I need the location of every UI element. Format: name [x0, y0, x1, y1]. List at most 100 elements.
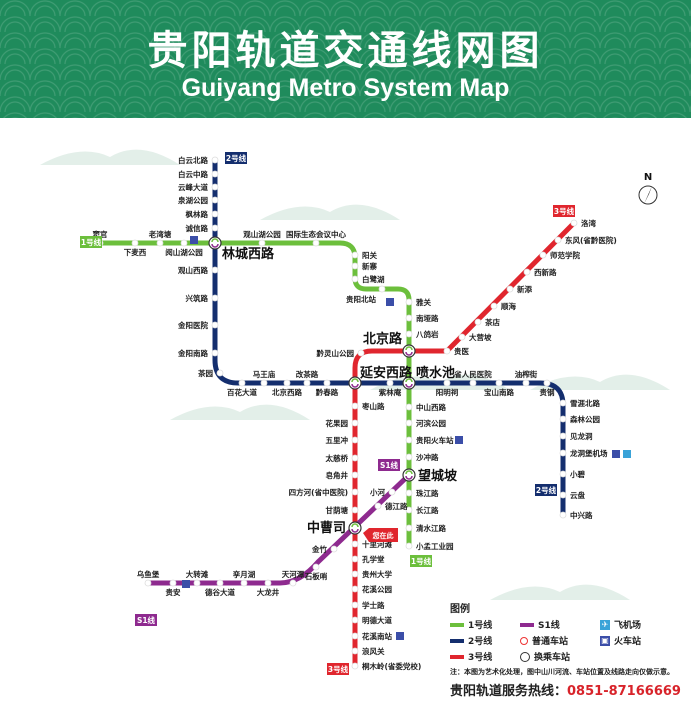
station-dot[interactable] [238, 379, 246, 387]
station[interactable]: 紫林庵 [379, 379, 402, 397]
station[interactable]: 阳明祠 [436, 379, 459, 397]
station-dot[interactable] [559, 415, 567, 423]
station-dot[interactable] [211, 196, 219, 204]
station[interactable]: 贵医 [443, 346, 469, 356]
station-dot[interactable] [240, 579, 248, 587]
station[interactable]: 花溪公园 [351, 584, 392, 594]
station[interactable]: 八鸽岩 [405, 329, 439, 339]
station-dot[interactable] [570, 219, 578, 227]
station-dot[interactable] [312, 239, 320, 247]
station-dot[interactable] [458, 333, 466, 341]
station-dot[interactable] [351, 402, 359, 410]
station[interactable]: 龙洞堡机场 [559, 448, 608, 458]
station-dot[interactable] [405, 489, 413, 497]
station[interactable]: 雪涯北路 [559, 398, 600, 408]
station[interactable]: 东风(省黔医院) [554, 235, 617, 245]
station-dot[interactable] [211, 266, 219, 274]
station[interactable]: 茶园 [197, 368, 224, 378]
station-dot[interactable] [351, 506, 359, 514]
station[interactable]: 乌鱼堡 [137, 569, 160, 587]
station-dot[interactable] [351, 540, 359, 548]
station[interactable]: 枫林路 [186, 209, 219, 219]
station[interactable]: 中兴路 [559, 510, 593, 520]
station-dot[interactable] [474, 318, 482, 326]
station[interactable]: 德谷大道 [205, 579, 235, 597]
station[interactable]: 白鹭湖 [351, 274, 385, 284]
station-dot[interactable] [378, 285, 386, 293]
station[interactable]: 观山湖公园 [243, 229, 281, 247]
station-dot[interactable] [351, 436, 359, 444]
station[interactable]: 国际生态会议中心 [286, 229, 346, 247]
station[interactable]: 北京西路 [272, 379, 302, 397]
station-dot[interactable] [495, 379, 503, 387]
station-dot[interactable] [303, 379, 311, 387]
station-dot[interactable] [469, 379, 477, 387]
station-dot[interactable] [323, 379, 331, 387]
station-dot[interactable] [405, 330, 413, 338]
station-dot[interactable] [506, 285, 514, 293]
station-dot[interactable] [443, 347, 451, 355]
station[interactable]: 新寨 [351, 261, 377, 271]
station[interactable]: 小碧 [559, 469, 585, 479]
station-dot[interactable] [264, 579, 272, 587]
station-dot[interactable] [351, 585, 359, 593]
station-dot[interactable] [559, 491, 567, 499]
station[interactable]: 太慈桥 [326, 453, 359, 463]
station-dot[interactable] [289, 579, 297, 587]
station[interactable]: 金阳南路 [177, 348, 219, 358]
station-dot[interactable] [258, 239, 266, 247]
station-dot[interactable] [211, 321, 219, 329]
station-dot[interactable] [330, 545, 338, 553]
station-dot[interactable] [351, 662, 359, 670]
station[interactable]: 森林公园 [559, 414, 600, 424]
station-dot[interactable] [156, 239, 164, 247]
station[interactable]: 珠江路 [405, 488, 439, 498]
station-dot[interactable] [351, 454, 359, 462]
station-dot[interactable] [193, 579, 201, 587]
station-dot[interactable] [554, 236, 562, 244]
station-dot[interactable] [216, 579, 224, 587]
station-dot[interactable] [351, 632, 359, 640]
station[interactable]: 白云北路 [178, 155, 219, 165]
station-dot[interactable] [405, 524, 413, 532]
station-dot[interactable] [357, 349, 365, 357]
station[interactable]: 诚信路 [186, 223, 219, 233]
station[interactable]: 四方河(省中医院) [289, 487, 359, 497]
transfer-station[interactable]: 喷水池 [402, 365, 455, 390]
station-dot[interactable] [559, 511, 567, 519]
station-dot[interactable] [312, 563, 320, 571]
station[interactable]: 洛湾 [570, 218, 596, 228]
station[interactable]: 云峰大道 [178, 182, 219, 192]
station[interactable]: 西新路 [523, 267, 557, 277]
station[interactable]: 清水江路 [405, 523, 446, 533]
station[interactable]: 金竹 [311, 544, 338, 554]
station[interactable]: 下麦西 [124, 239, 147, 257]
station-dot[interactable] [211, 183, 219, 191]
station[interactable]: 小孟工业园 [405, 541, 454, 551]
station[interactable]: 师范学院 [539, 250, 580, 260]
station[interactable]: 甘荫塘 [326, 505, 359, 515]
station[interactable]: 马王庙 [253, 369, 276, 387]
station-dot[interactable] [523, 268, 531, 276]
station-dot[interactable] [351, 488, 359, 496]
station[interactable]: 贵阳火车站 [405, 435, 454, 445]
station[interactable]: 河滨公园 [405, 418, 446, 428]
station-dot[interactable] [351, 616, 359, 624]
station-dot[interactable] [351, 647, 359, 655]
station[interactable]: 桐木岭(省委党校) [351, 661, 421, 671]
station-dot[interactable] [216, 369, 224, 377]
station-dot[interactable] [559, 432, 567, 440]
transfer-station[interactable]: 林城西路 [208, 236, 275, 262]
station-dot[interactable] [351, 251, 359, 259]
station[interactable]: 观山西路 [178, 265, 219, 275]
station[interactable]: 枣山路 [351, 401, 385, 411]
station-dot[interactable] [211, 210, 219, 218]
station-dot[interactable] [405, 314, 413, 322]
station[interactable]: 贵阳北站 [346, 285, 386, 304]
station[interactable]: 小河 [370, 487, 396, 497]
station-dot[interactable] [386, 379, 394, 387]
transfer-station[interactable]: 望城坡 [402, 468, 458, 484]
station-dot[interactable] [388, 488, 396, 496]
station-dot[interactable] [374, 502, 382, 510]
station[interactable]: 花溪南站 [351, 631, 392, 641]
